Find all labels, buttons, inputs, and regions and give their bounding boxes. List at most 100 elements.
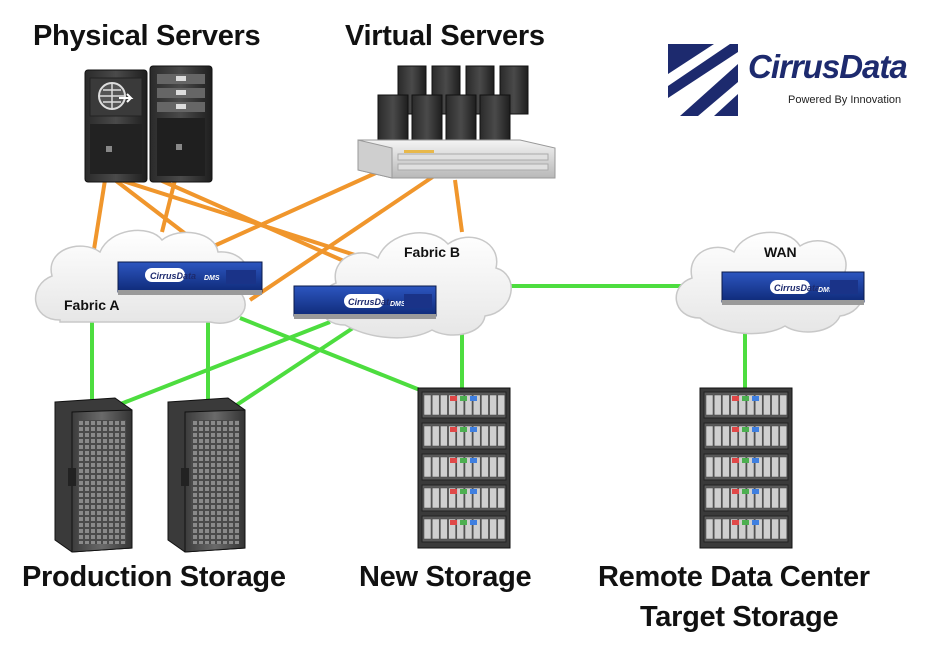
drive-bay [771, 518, 779, 540]
drive-bay [730, 425, 738, 447]
drive-led [460, 396, 467, 401]
drive-bay [722, 456, 730, 478]
drive-led [470, 520, 477, 525]
drive-bay [746, 487, 755, 509]
drive-led [742, 520, 749, 525]
appliance-brand: CirrusData [348, 297, 394, 307]
drive-bay [771, 425, 779, 447]
drive-bay [481, 456, 489, 478]
virtual-servers [357, 65, 556, 179]
drive-bay [464, 394, 473, 416]
drive-bay [431, 518, 440, 540]
drive-led [450, 520, 457, 525]
drive-bay [497, 425, 506, 447]
server-link [119, 178, 356, 257]
drive-bay [754, 425, 763, 447]
server-link [160, 179, 177, 233]
dms-appliance-b: CirrusData DMS [293, 285, 437, 319]
drive-bay [481, 487, 489, 509]
cirrusdata-logo: CirrusData Powered By Innovation [668, 44, 918, 116]
drive-bay [456, 425, 465, 447]
drive-bay [730, 456, 738, 478]
drive-bay [763, 487, 771, 509]
drive-bay [771, 394, 779, 416]
drive-led [470, 427, 477, 432]
drive-bay [763, 518, 771, 540]
drive-led [470, 396, 477, 401]
drive-bay [423, 425, 432, 447]
drive-led [752, 458, 759, 463]
drive-bay [472, 487, 481, 509]
drive-bay [738, 394, 747, 416]
drive-bay [730, 518, 738, 540]
drive-bay [779, 394, 788, 416]
production-storage-label: Production Storage [22, 561, 286, 593]
new-storage-rack [417, 387, 511, 549]
physical-servers-label: Physical Servers [33, 20, 261, 52]
server-link [204, 170, 379, 252]
drive-bay [763, 456, 771, 478]
drive-bay [771, 456, 779, 478]
drive-led [470, 458, 477, 463]
drive-led [752, 520, 759, 525]
drive-bay [779, 487, 788, 509]
drive-led [460, 520, 467, 525]
drive-led [450, 427, 457, 432]
drive-bay [705, 518, 714, 540]
storage-link [117, 320, 331, 407]
drive-bay [705, 456, 714, 478]
production-storage [54, 397, 246, 553]
dms-appliance-a: CirrusData DMS [117, 261, 263, 295]
drive-bay [779, 456, 788, 478]
drive-bay [713, 487, 722, 509]
drive-bay [431, 487, 440, 509]
drive-bay [738, 456, 747, 478]
drive-bay [754, 487, 763, 509]
drive-bay [472, 456, 481, 478]
storage-link [224, 320, 364, 414]
drive-bay [497, 518, 506, 540]
drive-bay [423, 456, 432, 478]
drive-bay [746, 456, 755, 478]
drive-led [732, 458, 739, 463]
drive-bay [713, 518, 722, 540]
drive-bay [497, 487, 506, 509]
fabric-a-label: Fabric A [64, 297, 120, 313]
appliance-brand: CirrusData [774, 283, 820, 293]
storage-link [239, 316, 446, 402]
drive-bay [489, 487, 497, 509]
drive-bay [763, 425, 771, 447]
appliance-model: DMS [204, 275, 220, 282]
drive-bay [423, 487, 432, 509]
drive-bay [456, 518, 465, 540]
drive-bay [489, 425, 497, 447]
drive-led [460, 458, 467, 463]
drive-bay [431, 456, 440, 478]
drive-bay [722, 394, 730, 416]
drive-bay [738, 487, 747, 509]
drive-bay [448, 456, 456, 478]
drive-bay [456, 456, 465, 478]
drive-led [460, 427, 467, 432]
drive-bay [738, 518, 747, 540]
drive-bay [481, 425, 489, 447]
drive-bay [431, 394, 440, 416]
logo-brand: CirrusData [748, 48, 908, 85]
drive-led [752, 427, 759, 432]
drive-bay [440, 487, 448, 509]
drive-led [460, 489, 467, 494]
server-link [248, 170, 442, 302]
drive-bay [713, 394, 722, 416]
storage-links [90, 284, 747, 414]
drive-bay [779, 518, 788, 540]
drive-bay [456, 487, 465, 509]
drive-bay [489, 518, 497, 540]
drive-led [732, 396, 739, 401]
drive-bay [746, 394, 755, 416]
appliance-model: DMS [390, 301, 406, 308]
drive-bay [705, 425, 714, 447]
drive-bay [448, 518, 456, 540]
drive-bay [464, 487, 473, 509]
